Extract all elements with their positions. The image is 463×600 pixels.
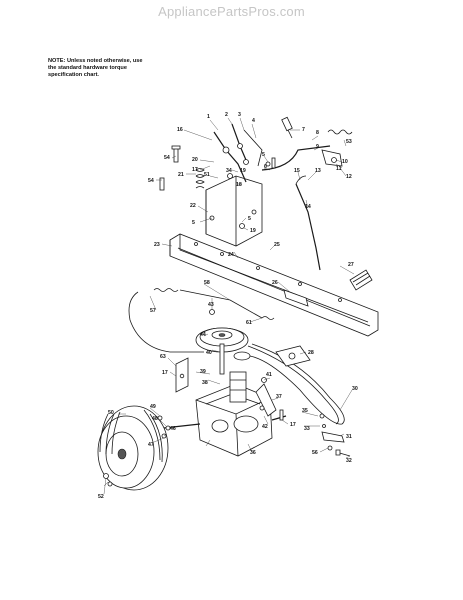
- callout-5: 5: [192, 220, 195, 226]
- callout-33: 33: [304, 426, 310, 432]
- callout-7: 7: [302, 127, 305, 133]
- callout-10: 10: [342, 159, 348, 165]
- callout-47: 47: [148, 442, 154, 448]
- callout-43: 43: [208, 302, 214, 308]
- callout-2: 2: [225, 112, 228, 118]
- callout-49: 49: [150, 404, 156, 410]
- callout-21: 21: [178, 172, 184, 178]
- callout-52: 52: [98, 494, 104, 500]
- callout-39: 39: [200, 369, 206, 375]
- callout-6: 6: [264, 164, 267, 170]
- callout-48: 48: [152, 416, 158, 422]
- callout-46: 46: [170, 426, 176, 432]
- note-line-2: the standard hardware torque: [48, 65, 127, 71]
- callout-63: 63: [160, 354, 166, 360]
- callout-56: 56: [312, 450, 318, 456]
- callout-22: 22: [190, 203, 196, 209]
- callout-40: 40: [206, 350, 212, 356]
- callout-42: 42: [262, 424, 268, 430]
- callout-28: 28: [308, 350, 314, 356]
- callout-8: 8: [316, 130, 319, 136]
- callout-17: 17: [162, 370, 168, 376]
- callout-27: 27: [348, 262, 354, 268]
- callout-17: 17: [192, 167, 198, 173]
- callout-14: 14: [305, 204, 311, 210]
- callout-5: 5: [248, 216, 251, 222]
- callout-61: 61: [246, 320, 252, 326]
- callout-57: 57: [150, 308, 156, 314]
- callout-1: 1: [207, 114, 210, 120]
- callout-58: 58: [204, 280, 210, 286]
- pulley-assembly: [195, 309, 251, 375]
- torque-note: NOTE: Unless noted otherwise, use the st…: [48, 58, 198, 79]
- callout-30: 30: [352, 386, 358, 392]
- callout-17: 17: [290, 422, 296, 428]
- leader-lines: [103, 117, 355, 495]
- note-line-1: NOTE: Unless noted otherwise, use: [48, 58, 143, 64]
- idler-bracket: [275, 345, 311, 367]
- callout-5: 5: [262, 152, 265, 158]
- callout-51: 51: [204, 172, 210, 178]
- callout-38: 38: [202, 380, 208, 386]
- callout-35: 35: [302, 408, 308, 414]
- transaxle: [163, 371, 287, 457]
- callout-54: 54: [148, 178, 154, 184]
- callout-36: 36: [250, 450, 256, 456]
- callout-3: 3: [238, 112, 241, 118]
- callout-53: 53: [346, 139, 352, 145]
- callout-18: 18: [236, 182, 242, 188]
- callout-26: 26: [272, 280, 278, 286]
- callout-54: 54: [164, 155, 170, 161]
- callout-50: 50: [108, 410, 114, 416]
- callout-31: 31: [346, 434, 352, 440]
- callout-9: 9: [316, 144, 319, 150]
- callout-37: 37: [276, 394, 282, 400]
- callout-24: 24: [228, 252, 234, 258]
- frame-rail: [169, 233, 379, 337]
- watermark-text: AppliancePartsPros.com: [158, 4, 305, 19]
- callout-16: 16: [177, 127, 183, 133]
- callout-25: 25: [274, 242, 280, 248]
- callout-19: 19: [240, 168, 246, 174]
- callout-15: 15: [294, 168, 300, 174]
- callout-19: 19: [250, 228, 256, 234]
- callout-23: 23: [154, 242, 160, 248]
- callout-20: 20: [192, 157, 198, 163]
- rear-wheel: [97, 405, 171, 491]
- callout-32: 32: [346, 458, 352, 464]
- note-line-3: specification chart.: [48, 72, 99, 78]
- side-bracket: [175, 357, 189, 393]
- callout-34: 34: [226, 168, 232, 174]
- callout-44: 44: [200, 332, 206, 338]
- callout-labels: 1 2 3 4 16 54 54 20 17 21 51 34 19 18 5 …: [98, 112, 358, 500]
- callout-11: 11: [336, 166, 342, 172]
- drive-belt: [128, 288, 345, 425]
- callout-12: 12: [346, 174, 352, 180]
- callout-41: 41: [266, 372, 272, 378]
- callout-4: 4: [252, 118, 255, 124]
- callout-13: 13: [315, 168, 321, 174]
